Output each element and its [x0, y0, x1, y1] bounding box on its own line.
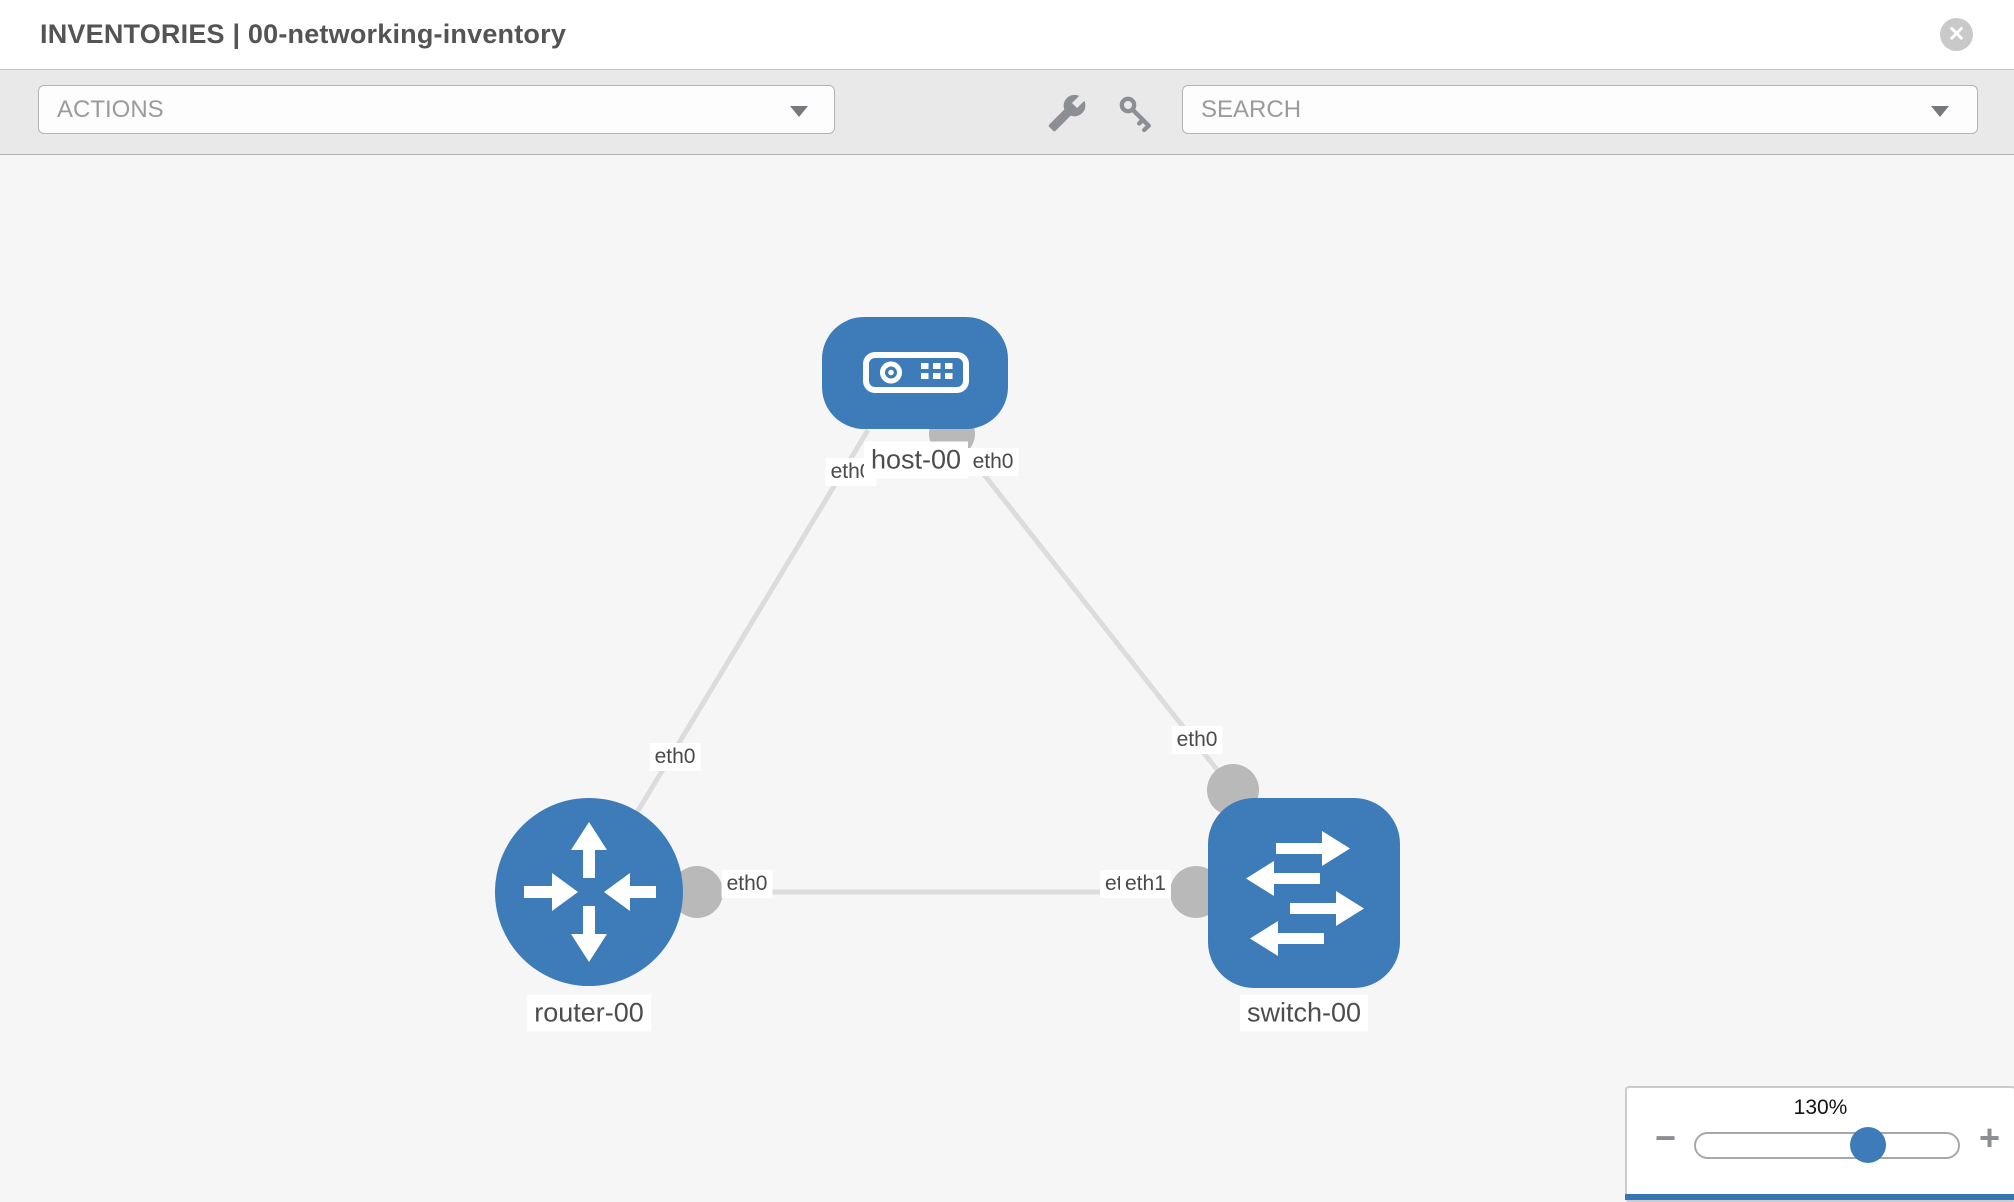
interface-ports	[671, 411, 1259, 918]
actions-dropdown-label: ACTIONS	[57, 96, 164, 123]
iface-label-router-to-switch: eth0	[721, 870, 773, 898]
node-router[interactable]	[495, 798, 683, 986]
router-icon	[524, 822, 656, 962]
zoom-level-value: 130%	[1793, 1096, 1848, 1119]
switch-icon	[1246, 831, 1364, 956]
zoom-in-button[interactable]: +	[1979, 1117, 2001, 1158]
wrench-icon[interactable]	[1047, 93, 1087, 133]
port-router-eth0	[671, 866, 723, 918]
search-dropdown[interactable]: SEARCH	[1182, 85, 1978, 134]
chevron-down-icon	[1931, 106, 1949, 117]
chevron-down-icon	[790, 106, 808, 117]
zoom-out-button[interactable]: −	[1655, 1117, 1677, 1158]
actions-dropdown[interactable]: ACTIONS	[38, 85, 835, 134]
node-switch[interactable]	[1208, 798, 1400, 988]
node-label-host[interactable]: host-00	[863, 441, 969, 479]
iface-label-switch-to-router: eth1	[1120, 870, 1171, 898]
zoom-control-panel: 130% − +	[1625, 1086, 2014, 1202]
search-dropdown-label: SEARCH	[1201, 96, 1302, 123]
host-icon	[863, 352, 969, 393]
zoom-slider-handle[interactable]	[1850, 1127, 1886, 1163]
iface-label-switch-to-host: eth0	[1171, 726, 1223, 754]
node-label-switch[interactable]: switch-00	[1239, 994, 1369, 1032]
close-icon[interactable]: ✕	[1940, 18, 1973, 51]
topology-links	[586, 428, 1235, 895]
iface-label-router-to-host: eth0	[649, 743, 701, 771]
node-label-router[interactable]: router-00	[527, 994, 651, 1032]
iface-label-host-to-switch: eth0	[967, 448, 1019, 476]
bottom-panel-edge	[1625, 1194, 2014, 1200]
key-icon[interactable]	[1116, 93, 1156, 133]
toolbar: ACTIONS SEARCH	[0, 69, 2014, 155]
header-bar: INVENTORIES | 00-networking-inventory ✕	[0, 0, 2014, 69]
topology-canvas[interactable]: eth0 eth0 eth0 eth0 eth0 eth0 eth1 host-…	[0, 155, 2014, 1202]
node-host[interactable]	[822, 317, 1008, 429]
zoom-slider-track[interactable]	[1694, 1127, 1960, 1163]
page-title: INVENTORIES | 00-networking-inventory	[40, 19, 567, 49]
